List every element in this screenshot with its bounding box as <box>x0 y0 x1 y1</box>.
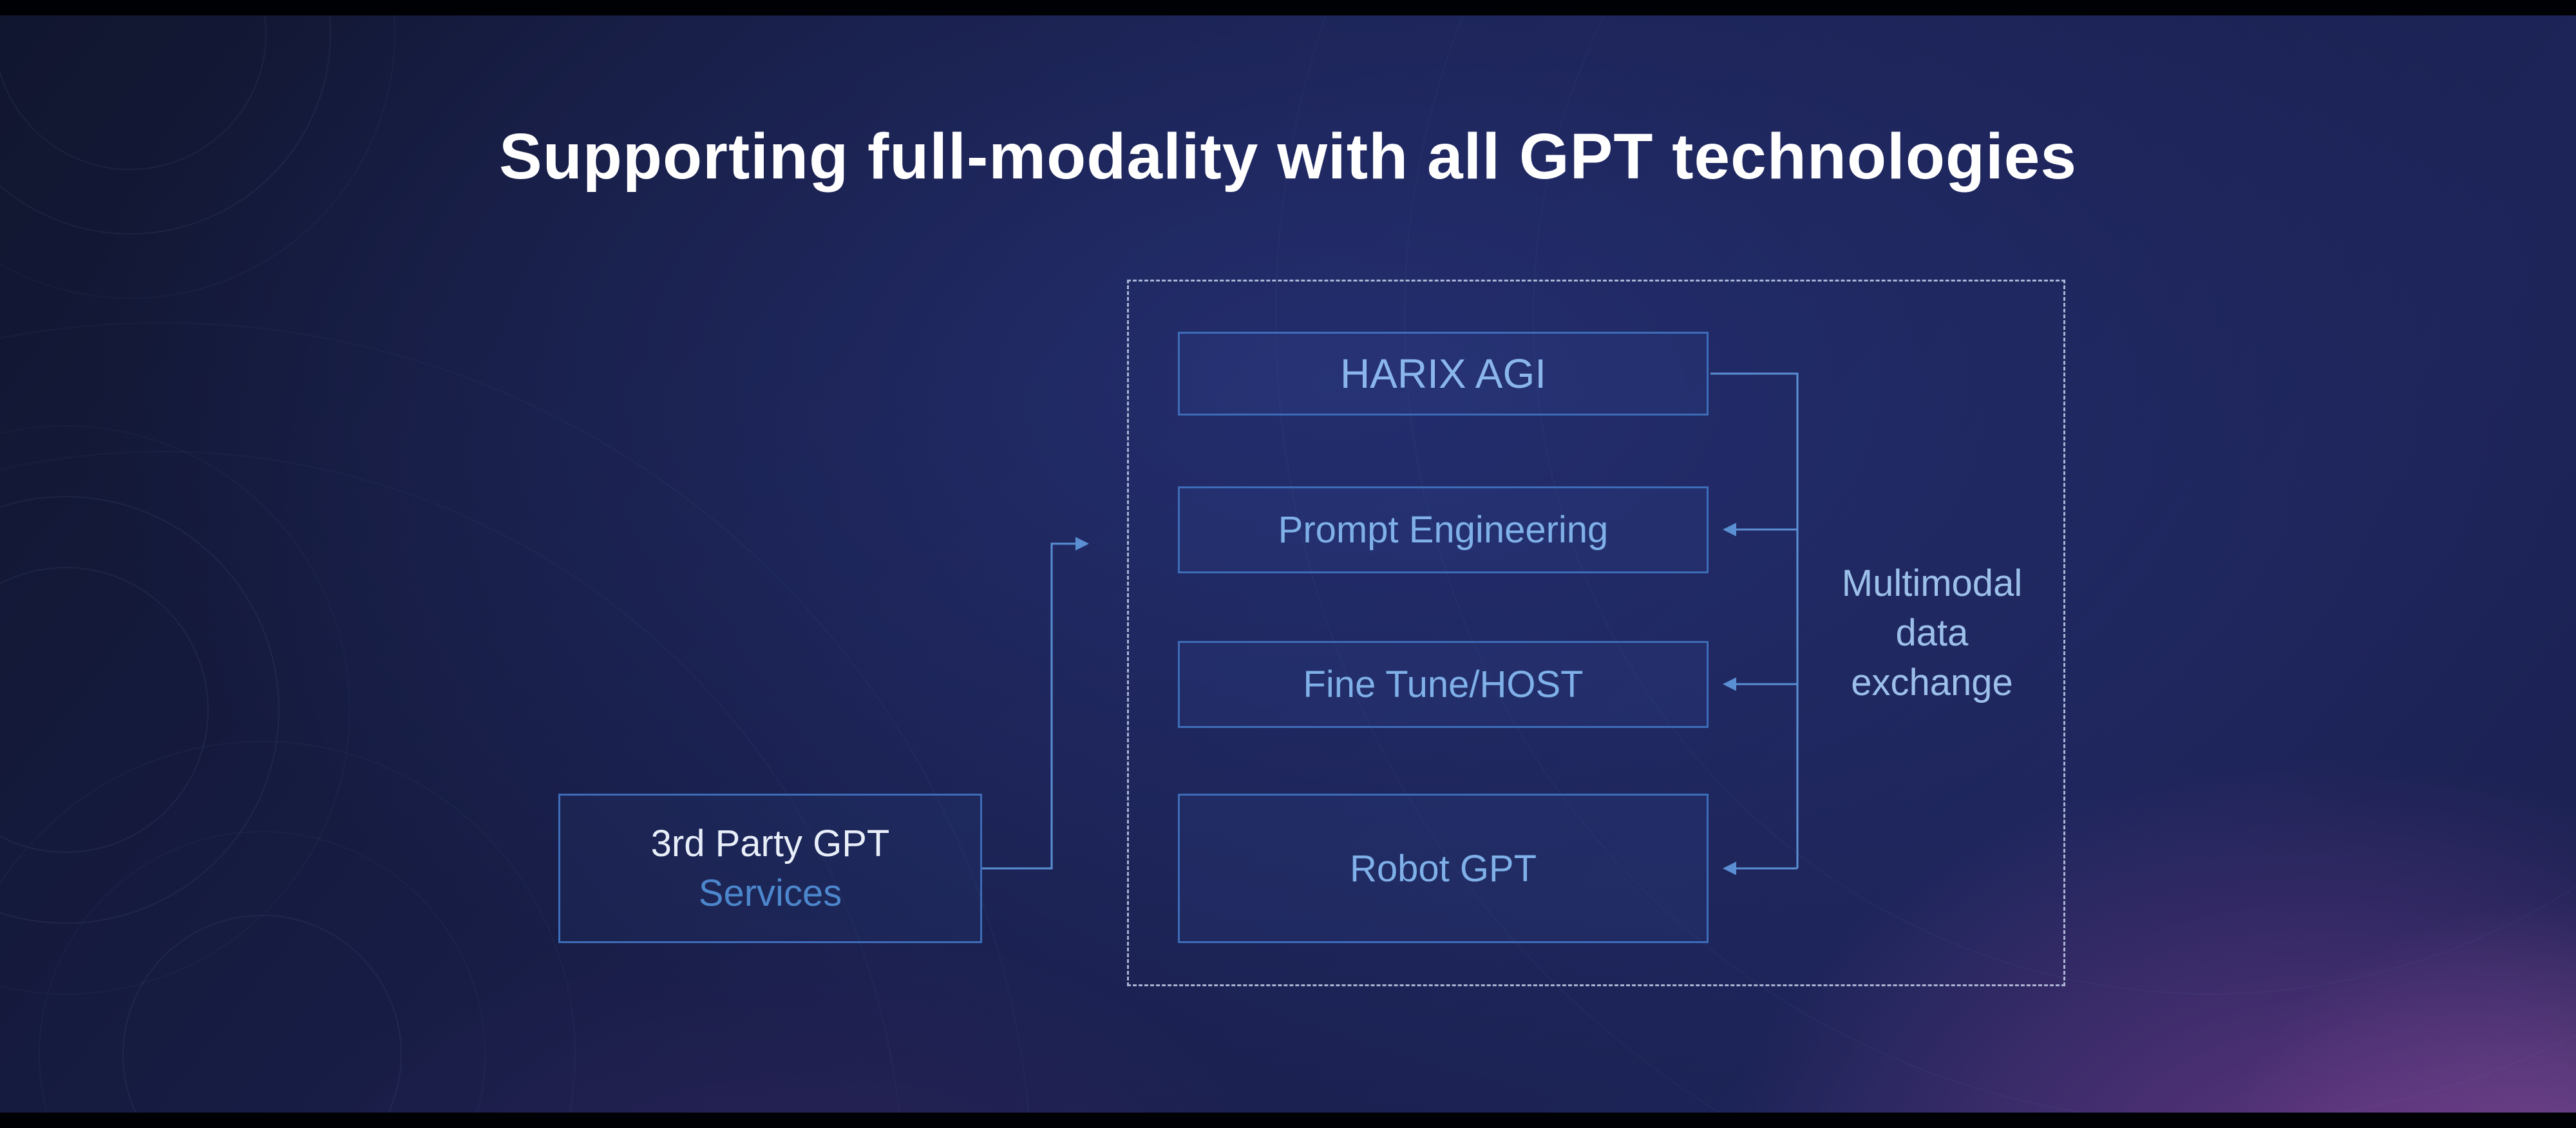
letterbox-bottom <box>0 1113 2576 1128</box>
third-party-gpt-label: 3rd Party GPT <box>650 823 890 865</box>
multimodal-line-3: exchange <box>1851 662 2013 703</box>
fine-tune-host-box: Fine Tune/HOST <box>1178 641 1709 728</box>
harix-agi-box: HARIX AGI <box>1178 332 1709 416</box>
background-ring <box>0 451 904 1128</box>
gpt-group-frame <box>1127 280 2065 986</box>
background-ring <box>0 567 209 853</box>
fine-tune-host-label: Fine Tune/HOST <box>1303 664 1584 705</box>
robot-gpt-label: Robot GPT <box>1349 847 1537 890</box>
letterbox-top <box>0 0 2576 15</box>
background-ring <box>0 741 576 1128</box>
background-ring <box>122 915 402 1128</box>
prompt-engineering-label: Prompt Engineering <box>1278 509 1609 551</box>
harix-agi-label: HARIX AGI <box>1340 350 1547 397</box>
third-party-gpt-box: 3rd Party GPT Services <box>558 794 982 943</box>
slide-title: Supporting full-modality with all GPT te… <box>499 120 2077 193</box>
multimodal-data-exchange-label: Multimodal data exchange <box>1813 559 2051 707</box>
multimodal-line-2: data <box>1895 612 1969 654</box>
multimodal-line-1: Multimodal <box>1841 562 2023 604</box>
background-ring <box>0 496 279 924</box>
third-party-services-label: Services <box>698 872 842 914</box>
background-ring <box>39 831 486 1128</box>
background-ring <box>0 322 1033 1128</box>
prompt-engineering-box: Prompt Engineering <box>1178 486 1709 573</box>
background-ring <box>0 0 331 234</box>
background-ring <box>0 425 350 995</box>
robot-gpt-box: Robot GPT <box>1178 794 1709 943</box>
